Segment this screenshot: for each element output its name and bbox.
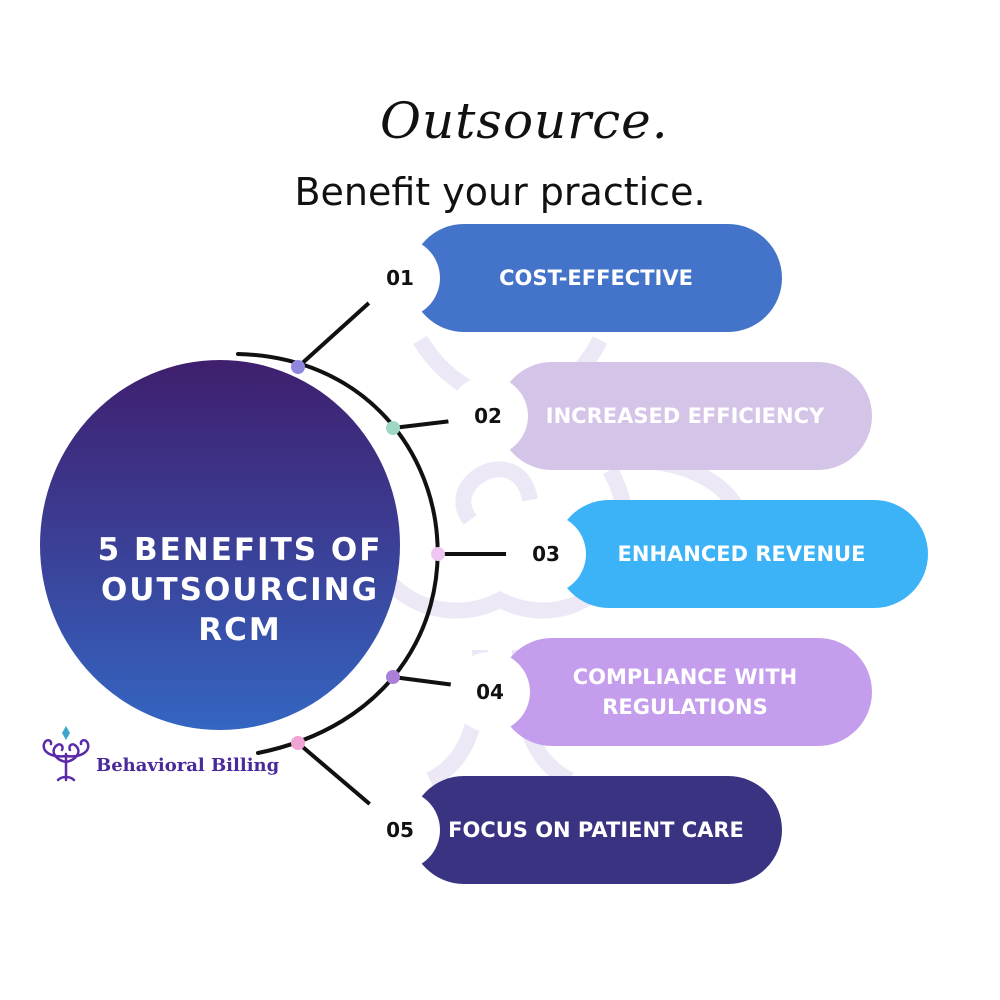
connector-line-05: [296, 741, 374, 808]
benefit-number-05: 05: [360, 790, 440, 870]
benefit-label: ENHANCED REVENUE: [617, 542, 866, 566]
connector-dot-03: [431, 547, 445, 561]
benefit-number-03: 03: [506, 514, 586, 594]
benefit-label: COST-EFFECTIVE: [499, 266, 693, 290]
center-title-line: OUTSOURCING: [100, 572, 380, 608]
benefit-number-02: 02: [448, 376, 528, 456]
benefit-pill-04: COMPLIANCE WITH REGULATIONS: [498, 638, 872, 746]
page-subtitle: Benefit your practice.: [294, 170, 706, 214]
diamond-icon: [62, 726, 70, 740]
center-title-line: RCM: [198, 612, 282, 648]
center-circle: [40, 360, 400, 730]
benefit-number-01: 01: [360, 238, 440, 318]
connector-arc: [236, 352, 440, 755]
connector-line-01: [296, 300, 372, 369]
connector-dot-05: [291, 736, 305, 750]
benefit-pill-05: FOCUS ON PATIENT CARE: [410, 776, 782, 884]
benefit-pill-03: ENHANCED REVENUE: [555, 500, 928, 608]
connector-dot-04: [386, 670, 400, 684]
script-title: Outsource.: [380, 92, 669, 150]
benefit-label: REGULATIONS: [602, 695, 768, 719]
benefit-label: INCREASED EFFICIENCY: [545, 404, 825, 428]
benefit-label: FOCUS ON PATIENT CARE: [448, 818, 744, 842]
center-title-line: 5 BENEFITS OF: [97, 532, 383, 568]
center-title: 5 BENEFITS OF OUTSOURCING RCM: [70, 530, 410, 650]
connector-dot-01: [291, 360, 305, 374]
tree-icon: [42, 739, 90, 782]
benefit-number-04: 04: [450, 652, 530, 732]
benefit-label: COMPLIANCE WITH: [572, 665, 798, 689]
benefit-pill-01: COST-EFFECTIVE: [410, 224, 782, 332]
brand-logo: [42, 726, 90, 782]
connector-dot-02: [386, 421, 400, 435]
benefit-pill-02: INCREASED EFFICIENCY: [498, 362, 872, 470]
brand-name: Behavioral Billing: [96, 755, 280, 776]
